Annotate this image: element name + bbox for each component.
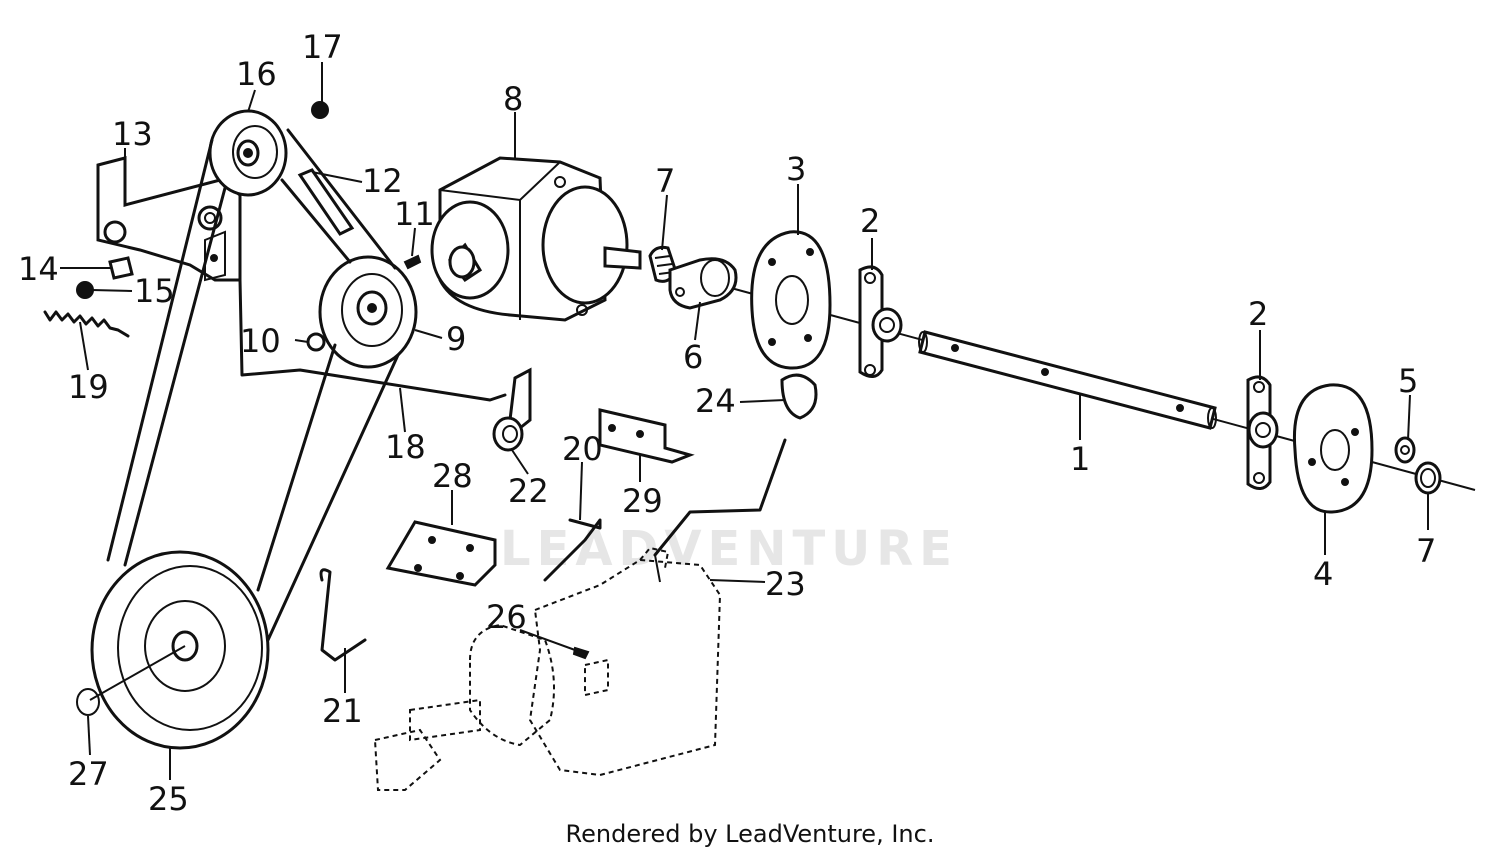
callout-23: 23 <box>765 565 806 603</box>
pin-part-26 <box>572 646 590 660</box>
rod-part-18 <box>238 278 507 402</box>
shift-lever-part-24 <box>653 373 818 557</box>
watermark: LEADVENTURE <box>500 521 958 577</box>
callout-12: 12 <box>362 162 403 200</box>
callout-4: 4 <box>1313 555 1333 593</box>
callout-22: 22 <box>508 472 549 510</box>
callout-29: 29 <box>622 482 663 520</box>
callout-7-left: 7 <box>655 162 675 200</box>
callout-17: 17 <box>302 28 343 66</box>
gearbox-part-8 <box>430 156 642 322</box>
callout-18: 18 <box>385 428 426 466</box>
callout-3: 3 <box>786 150 806 188</box>
callout-2-left: 2 <box>860 202 880 240</box>
bracket-part-22 <box>492 367 532 452</box>
callout-8: 8 <box>503 80 523 118</box>
callout-24: 24 <box>695 382 736 420</box>
bearing-flange-part-2-left <box>858 265 903 378</box>
callout-1: 1 <box>1070 440 1090 478</box>
flange-plate-part-3 <box>750 230 832 370</box>
bracket-part-6 <box>668 257 738 310</box>
nut-part-15 <box>76 281 94 299</box>
callout-10: 10 <box>240 322 281 360</box>
callout-2-right: 2 <box>1248 295 1268 333</box>
footer-credit: Rendered by LeadVenture, Inc. <box>565 820 935 848</box>
callout-5: 5 <box>1398 362 1418 400</box>
leader-lines <box>60 62 1429 780</box>
belts <box>106 128 400 642</box>
callout-21: 21 <box>322 692 363 730</box>
callout-25: 25 <box>148 780 189 818</box>
nut-part-17 <box>311 101 329 119</box>
callout-27: 27 <box>68 755 109 793</box>
rod-part-20 <box>543 518 602 582</box>
callout-7-right: 7 <box>1416 532 1436 570</box>
callout-28: 28 <box>432 457 473 495</box>
callout-19: 19 <box>68 368 109 406</box>
bearing-part-7-right <box>1414 461 1442 495</box>
rod-part-21 <box>319 568 367 662</box>
large-pulley-part-25 <box>89 550 270 750</box>
callout-6: 6 <box>683 338 703 376</box>
spacer-part-12 <box>297 168 355 236</box>
bracket-part-29 <box>598 408 695 464</box>
callout-14: 14 <box>18 250 59 288</box>
bracket-part-28 <box>385 520 497 587</box>
flange-plate-part-4 <box>1292 383 1374 514</box>
key-part-11 <box>403 254 422 270</box>
spring-part-19 <box>43 310 130 338</box>
callout-11: 11 <box>394 195 435 233</box>
callout-26: 26 <box>486 598 527 636</box>
callout-9: 9 <box>446 320 466 358</box>
bolt-part-14 <box>108 256 134 280</box>
callout-13: 13 <box>112 115 153 153</box>
bearing-flange-part-2-right <box>1246 375 1279 490</box>
callout-16: 16 <box>236 55 277 93</box>
callout-labels: 1 2 2 3 4 5 6 7 7 8 9 10 11 12 13 14 15 … <box>18 28 1436 818</box>
idler-pulley-part-16 <box>208 109 288 197</box>
washer-part-10 <box>306 332 326 352</box>
transmission-part-23 <box>373 546 722 791</box>
callout-20: 20 <box>562 430 603 468</box>
drive-pulley-part-9 <box>318 255 418 369</box>
collar-part-5 <box>1394 436 1416 464</box>
callout-15: 15 <box>134 272 175 310</box>
retaining-ring-part-27 <box>76 688 100 716</box>
